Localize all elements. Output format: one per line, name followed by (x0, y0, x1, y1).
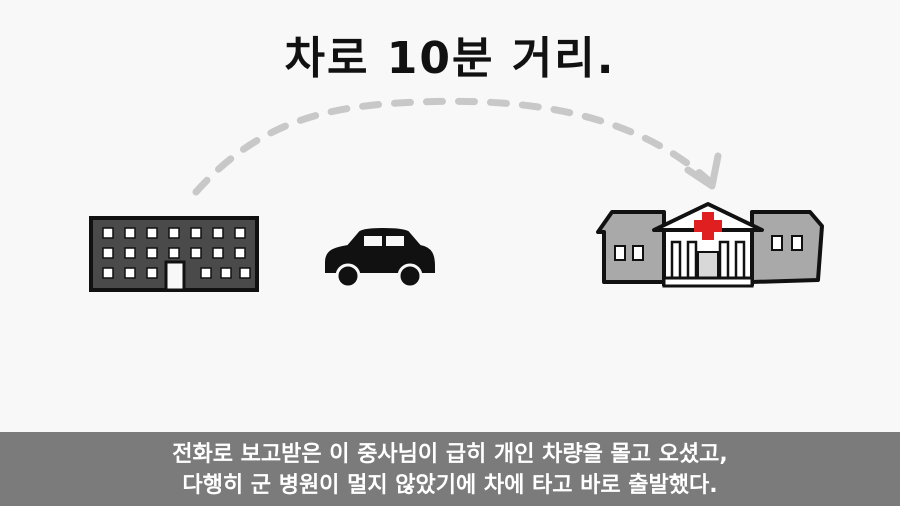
subtitle-bar (0, 432, 900, 506)
subtitle-line-2: 다행히 군 병원이 멀지 않았기에 차에 타고 바로 출발했다. (182, 473, 718, 498)
subtitle-line-1: 전화로 보고받은 이 중사님이 급히 개인 차량을 몰고 오셨고, (172, 442, 728, 467)
route-arrow-icon (192, 97, 722, 196)
apartment-building-icon (89, 216, 259, 292)
red-cross-icon (694, 212, 722, 240)
illustration (89, 97, 824, 292)
hospital-icon (596, 202, 824, 288)
headline-text: 차로 10분 거리. (284, 33, 616, 84)
car-icon (325, 228, 435, 289)
